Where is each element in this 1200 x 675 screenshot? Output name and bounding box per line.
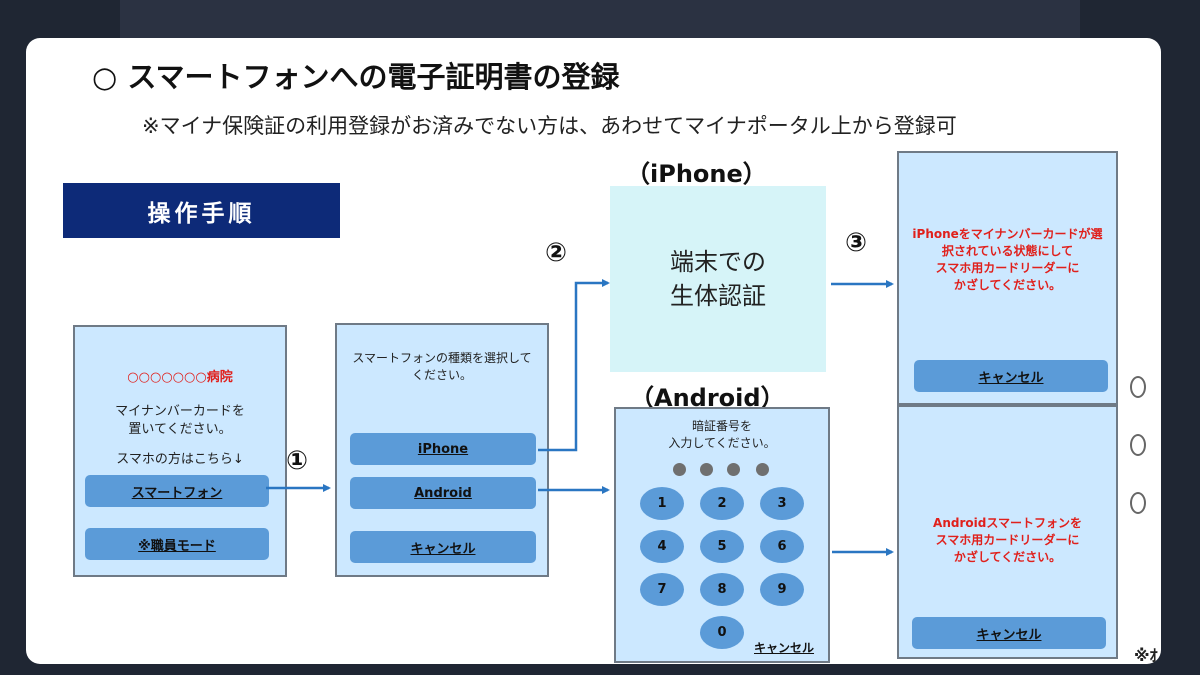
android-card-reader-panel: Androidスマートフォンを スマホ用カードリーダーに かざしてください。 キ… — [897, 405, 1118, 659]
step-2-number: ② — [545, 238, 568, 268]
key-5[interactable]: 5 — [700, 530, 744, 563]
phone-type-prompt-line2: ください。 — [411, 368, 472, 382]
android-cancel-button[interactable]: キャンセル — [912, 617, 1106, 649]
edge-circle-decoration — [1130, 376, 1146, 398]
background-band — [120, 0, 1080, 40]
iphone-instruction-line4: かざしてください。 — [953, 278, 1062, 292]
key-8[interactable]: 8 — [700, 573, 744, 606]
procedure-label: 操作手順 — [63, 183, 340, 238]
pin-prompt-line2: 入力してください。 — [668, 436, 776, 450]
smartphone-note: スマホの方はこちら↓ — [116, 452, 244, 467]
corner-note: ※ｵ — [1134, 646, 1158, 664]
slide: ○ スマートフォンへの電子証明書の登録 ※マイナ保険証の利用登録がお済みでない方… — [26, 38, 1161, 664]
key-3[interactable]: 3 — [760, 487, 804, 520]
arrow-to-iphone — [538, 279, 610, 452]
start-screen-panel: ○○○○○○○病院 マイナンバーカードを 置いてください。 スマホの方はこちら↓… — [73, 325, 287, 577]
key-4[interactable]: 4 — [640, 530, 684, 563]
phone-type-prompt-line1: スマートフォンの種類を選択して — [352, 351, 532, 365]
cancel-button[interactable]: キャンセル — [350, 531, 536, 563]
pin-dot — [727, 463, 740, 476]
biometric-auth-panel: 端末での 生体認証 — [610, 186, 826, 372]
pin-dot — [673, 463, 686, 476]
iphone-cancel-button[interactable]: キャンセル — [914, 360, 1108, 392]
card-instruction-line1: マイナンバーカードを — [115, 404, 245, 419]
android-instruction-line3: かざしてください。 — [953, 550, 1062, 564]
phone-type-panel: スマートフォンの種類を選択して ください。 iPhone Android キャン… — [335, 323, 549, 577]
pin-dot — [700, 463, 713, 476]
pin-entry-panel: 暗証番号を 入力してください。 1 2 3 4 5 6 7 8 9 0 キャンセ… — [614, 407, 830, 663]
step-3-number: ③ — [845, 228, 868, 258]
edge-circle-decoration — [1130, 492, 1146, 514]
step-1-number: ① — [286, 446, 309, 476]
pin-cancel-link[interactable]: キャンセル — [754, 641, 815, 655]
pin-prompt-line1: 暗証番号を — [691, 419, 752, 433]
iphone-instruction-line3: スマホ用カードリーダーに — [935, 261, 1080, 275]
key-9[interactable]: 9 — [760, 573, 804, 606]
smartphone-button[interactable]: スマートフォン — [85, 475, 269, 507]
key-2[interactable]: 2 — [700, 487, 744, 520]
iphone-instruction-line1: iPhoneをマイナンバーカードが選 — [912, 227, 1103, 241]
pin-dot — [756, 463, 769, 476]
key-1[interactable]: 1 — [640, 487, 684, 520]
hospital-name: ○○○○○○○病院 — [127, 370, 233, 385]
key-0[interactable]: 0 — [700, 616, 744, 649]
biometric-line2: 生体認証 — [670, 282, 766, 310]
iphone-card-reader-panel: iPhoneをマイナンバーカードが選 択されている状態にして スマホ用カードリー… — [897, 151, 1118, 405]
iphone-button[interactable]: iPhone — [350, 433, 536, 465]
slide-subtitle: ※マイナ保険証の利用登録がお済みでない方は、あわせてマイナポータル上から登録可 — [142, 114, 957, 138]
flow-arrows — [266, 279, 894, 556]
android-button[interactable]: Android — [350, 477, 536, 509]
key-7[interactable]: 7 — [640, 573, 684, 606]
android-instruction-line2: スマホ用カードリーダーに — [935, 533, 1080, 547]
key-6[interactable]: 6 — [760, 530, 804, 563]
iphone-heading: （iPhone） — [626, 160, 767, 188]
slide-title: ○ スマートフォンへの電子証明書の登録 — [92, 60, 620, 94]
android-instruction-line1: Androidスマートフォンを — [933, 516, 1082, 530]
edge-circle-decoration — [1130, 434, 1146, 456]
staff-mode-button[interactable]: ※職員モード — [85, 528, 269, 560]
iphone-instruction-line2: 択されている状態にして — [941, 244, 1074, 258]
biometric-line1: 端末での — [670, 248, 766, 276]
card-instruction-line2: 置いてください。 — [128, 422, 232, 437]
